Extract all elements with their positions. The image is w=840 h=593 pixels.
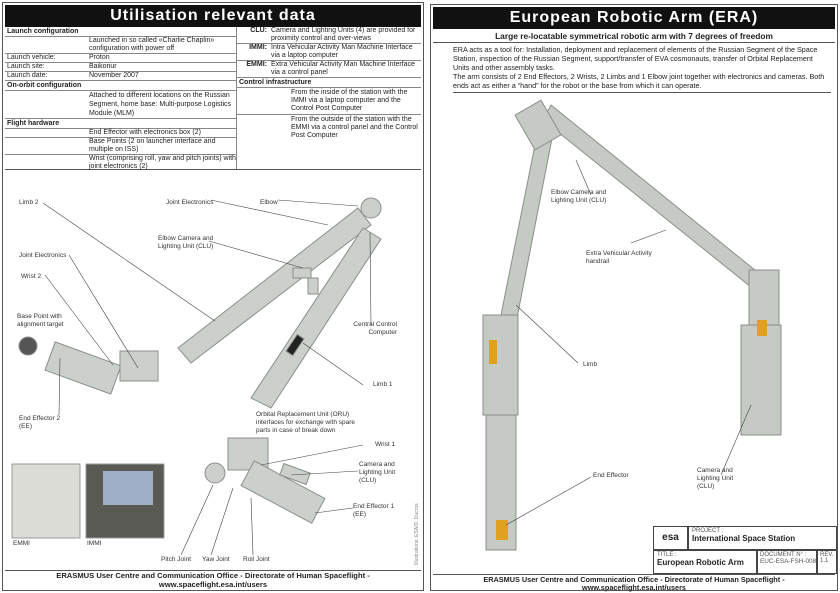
label-eva-handrail: Extra Vehicular Activity handrail [586, 250, 652, 265]
label-end-effector-2: End Effector 2 (EE) [19, 415, 61, 430]
arm-exploded-illustration [11, 197, 382, 556]
control-heading: Control infrastructure [237, 78, 421, 88]
launch-date-value: November 2007 [89, 72, 139, 79]
label-wrist-1: Wrist 1 [375, 441, 396, 448]
clu-box [279, 462, 311, 486]
label-elbow-clu: Elbow Camera and Lighting Unit (CLU) [158, 235, 214, 250]
label-pitch-joint: Pitch Joint [161, 556, 191, 563]
label-immi: IMMI [87, 540, 102, 547]
black-band [285, 333, 305, 357]
clu-desc: Camera and Lighting Units (4) are provid… [271, 27, 416, 42]
launch-site-value: Baikonur [89, 63, 117, 70]
label-joint-electronics-2: Joint Electronics [19, 252, 67, 259]
end-effector-right [740, 324, 782, 436]
document-label: DOCUMENT N° : [760, 552, 807, 558]
project-label: PROJECT : [692, 528, 724, 534]
label-joint-electronics: Joint Electronics [166, 199, 214, 206]
limb-2-shape [177, 207, 372, 364]
label-elbow-clu: Elbow Camera and Lighting Unit (CLU) [551, 189, 607, 204]
launch-heading: Launch configuration [5, 27, 236, 37]
launch-vehicle-value: Proton [89, 54, 110, 61]
orbit-desc: Attached to different locations on the R… [89, 92, 232, 117]
left-data-column: Launch configuration Launched in so call… [5, 27, 236, 171]
emmi-photo [11, 463, 81, 539]
label-elbow: Elbow [260, 199, 278, 206]
launch-desc: Launched in so called «Charlie Chaplin» … [89, 37, 215, 52]
label-end-effector-1: End Effector 1 (EE) [353, 503, 395, 518]
intro-paragraph-2: The arm consists of 2 End Effectors, 2 W… [453, 72, 825, 90]
orbit-heading: On-orbit configuration [5, 81, 236, 91]
esa-logo: esa [653, 526, 688, 550]
joint-electronics-2 [119, 350, 159, 382]
immi-desc: Intra Vehicular Activity Man Machine Int… [271, 44, 413, 59]
footer: ERASMUS User Centre and Communication Of… [433, 574, 835, 592]
intro-text: ERA acts as a tool for: Installation, de… [453, 45, 831, 93]
era-arm-illustration [482, 99, 782, 551]
limb-1-shape [250, 227, 382, 409]
wrist-2-shape [44, 341, 122, 395]
label-clu: Camera and Lighting Unit (CLU) [697, 467, 734, 490]
clu-abbrev: CLU: [250, 27, 267, 34]
base-point [18, 336, 38, 356]
document-number: EUC-ESA-FSH-008 [760, 558, 817, 565]
wrist-upper [748, 269, 780, 326]
limb-upper [500, 114, 557, 319]
control-item: From the inside of the station with the … [237, 88, 421, 115]
emmi-abbrev: EMMI: [246, 61, 267, 68]
title-value: European Robotic Arm [657, 558, 744, 567]
label-emmi: EMMI [13, 540, 30, 547]
label-base-point: Base Point with alignment target [17, 313, 64, 328]
hardware-item: Wrist (comprising roll, yaw and pitch jo… [89, 155, 236, 170]
elbow [514, 99, 562, 151]
label-limb-1: Limb 1 [373, 381, 393, 388]
title-label: TITLE : [657, 552, 677, 558]
launch-date-label: Launch date: [7, 72, 48, 79]
page-title: European Robotic Arm (ERA) [433, 7, 835, 29]
pitch-joint [204, 462, 226, 484]
project-value: International Space Station [692, 534, 796, 543]
revision-value: 1.1 [820, 558, 829, 564]
era-page: European Robotic Arm (ERA) Large re-loca… [430, 4, 838, 592]
project-field: PROJECT :International Space Station [688, 526, 837, 550]
illustration-credit: Illustrations: ESA/D. Ducros [414, 503, 420, 565]
launch-vehicle-label: Launch vehicle: [7, 54, 56, 61]
subtitle: Large re-locatable symmetrical robotic a… [433, 29, 835, 43]
title-field: TITLE :European Robotic Arm [653, 550, 757, 574]
label-roll-joint: Roll Joint [243, 556, 270, 563]
footer: ERASMUS User Centre and Communication Of… [5, 570, 421, 589]
hardware-heading: Flight hardware [5, 119, 236, 129]
emmi-desc: Extra Vehicular Activity Man Machine Int… [271, 61, 415, 76]
intro-paragraph: ERA acts as a tool for: Installation, de… [453, 45, 818, 72]
label-yaw-joint: Yaw Joint [202, 556, 230, 563]
elbow-clu-box [307, 277, 319, 295]
control-item: From the outside of the station with the… [291, 116, 418, 139]
elbow-joint [360, 197, 382, 219]
label-limb: Limb [583, 361, 598, 368]
wrist-lower [482, 314, 519, 416]
page-title: Utilisation relevant data [5, 5, 421, 27]
revision-field: REV.1.1 [817, 550, 837, 574]
right-data-column: CLU: Camera and Lighting Units (4) are pr… [237, 27, 421, 141]
label-oru: Orbital Replacement Unit (ORU) interface… [256, 411, 355, 434]
launch-site-label: Launch site: [7, 63, 45, 70]
label-wrist-2: Wrist 2 [21, 273, 42, 280]
revision-label: REV. [820, 552, 834, 558]
hardware-item: End Effector with electronics box (2) [89, 129, 201, 136]
label-clu: Camera and Lighting Unit (CLU) [359, 461, 396, 484]
label-limb-2: Limb 2 [19, 199, 39, 206]
end-effector-1-shape [240, 460, 326, 524]
utilisation-data-page: Utilisation relevant data Launch configu… [2, 2, 424, 591]
document-field: DOCUMENT N° :EUC-ESA-FSH-008 [757, 550, 817, 574]
immi-abbrev: IMMI: [249, 44, 267, 51]
label-end-effector: End Effector [593, 472, 629, 479]
label-central-control-computer: Central Control Computer [353, 321, 397, 336]
elbow-clu-box [292, 267, 312, 279]
hardware-item: Base Points (2 on launcher interface and… [89, 138, 216, 153]
immi-screen [103, 471, 153, 505]
